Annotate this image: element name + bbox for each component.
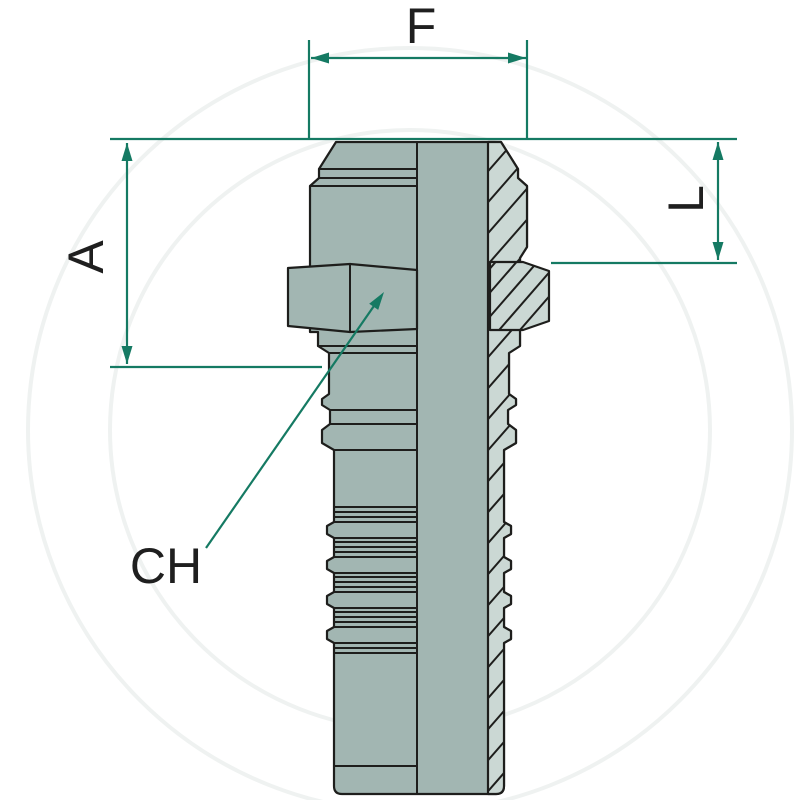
dimension-label-f: F [406, 0, 437, 54]
fitting-body [286, 140, 551, 796]
arrowhead-down-icon [121, 346, 133, 364]
leader-ch [205, 292, 384, 549]
arrowhead-down-icon [712, 242, 724, 260]
dimension-a [110, 143, 322, 369]
dimension-label-ch: CH [130, 538, 202, 594]
hex-nut [286, 262, 419, 334]
thread-band [486, 140, 529, 796]
arrowhead-up-icon [712, 142, 724, 160]
dimension-f [307, 40, 529, 139]
hex-nut-faces [286, 262, 419, 334]
arrowhead-right-icon [508, 52, 526, 64]
dimension-label-l: L [658, 185, 714, 213]
surface-detail-lines [309, 168, 418, 767]
hex-right-bulge [488, 260, 551, 332]
dimension-label-a: A [58, 240, 114, 274]
arrowhead-up-icon [121, 143, 133, 161]
dimension-l [551, 142, 737, 265]
leader-arrowhead-icon [369, 292, 384, 310]
arrowhead-left-icon [311, 52, 329, 64]
